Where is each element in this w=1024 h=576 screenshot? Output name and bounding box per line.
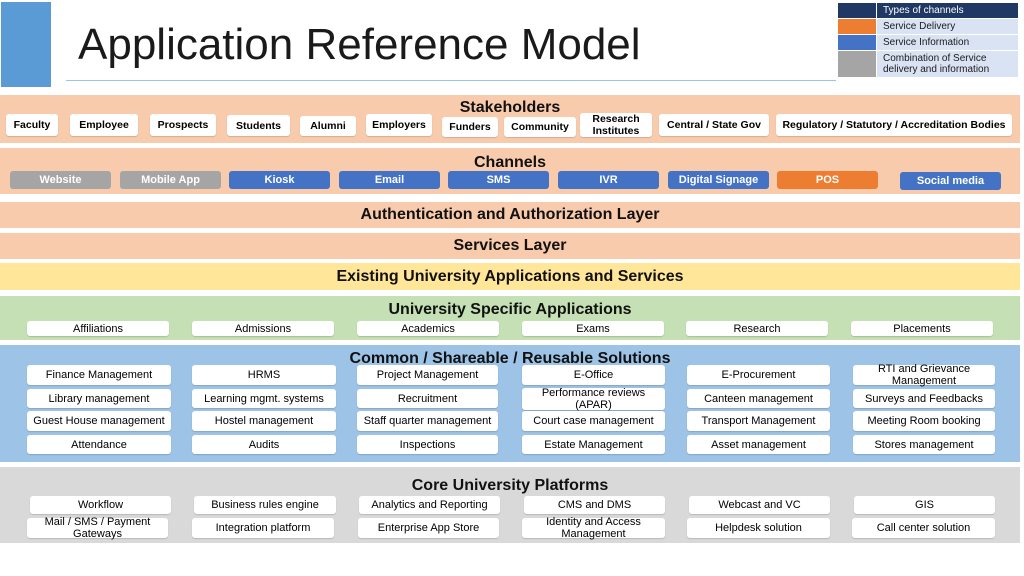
stakeholder-alumni: Alumni bbox=[300, 116, 356, 136]
app-research: Research bbox=[686, 321, 828, 336]
channel-social-media: Social media bbox=[900, 172, 1001, 190]
auth-layer-title: Authentication and Authorization Layer bbox=[360, 206, 660, 223]
solution-attendance: Attendance bbox=[27, 435, 171, 454]
channel-pos: POS bbox=[777, 171, 878, 189]
solution-canteen-management: Canteen management bbox=[687, 389, 830, 408]
app-exams: Exams bbox=[522, 321, 664, 336]
solution-recruitment: Recruitment bbox=[357, 389, 498, 408]
legend-label-delivery: Service Delivery bbox=[876, 18, 1019, 35]
solution-performance-reviews: Performance reviews (APAR) bbox=[522, 387, 665, 411]
university-specific-band: University Specific Applications Affilia… bbox=[0, 296, 1020, 340]
stakeholder-community: Community bbox=[504, 117, 576, 137]
stakeholder-employers: Employers bbox=[366, 114, 432, 136]
common-solutions-title: Common / Shareable / Reusable Solutions bbox=[349, 350, 671, 367]
solution-project-management: Project Management bbox=[357, 365, 498, 385]
common-solutions-band: Common / Shareable / Reusable Solutions … bbox=[0, 345, 1020, 462]
app-affiliations: Affiliations bbox=[27, 321, 169, 336]
existing-apps-title: Existing University Applications and Ser… bbox=[336, 268, 684, 285]
solution-guest-house-management: Guest House management bbox=[27, 411, 171, 431]
platform-analytics-reporting: Analytics and Reporting bbox=[359, 496, 500, 514]
services-layer-title: Services Layer bbox=[453, 237, 567, 254]
solution-estate-management: Estate Management bbox=[522, 435, 665, 454]
stakeholders-band: Stakeholders Faculty Employee Prospects … bbox=[0, 95, 1020, 143]
accent-bar bbox=[1, 2, 51, 87]
legend-label-combination: Combination of Service delivery and info… bbox=[876, 50, 1019, 78]
app-placements: Placements bbox=[851, 321, 993, 336]
legend-swatch-combination bbox=[837, 50, 877, 78]
solution-e-office: E-Office bbox=[522, 365, 665, 385]
channel-mobile-app: Mobile App bbox=[120, 171, 221, 189]
solution-hostel-management: Hostel management bbox=[192, 411, 336, 431]
stakeholders-title: Stakeholders bbox=[459, 99, 561, 116]
solution-surveys-feedbacks: Surveys and Feedbacks bbox=[853, 389, 995, 408]
solution-hrms: HRMS bbox=[192, 365, 336, 385]
platform-business-rules-engine: Business rules engine bbox=[194, 496, 336, 514]
platform-call-center-solution: Call center solution bbox=[852, 518, 995, 538]
solution-asset-management: Asset management bbox=[687, 435, 830, 454]
platform-helpdesk-solution: Helpdesk solution bbox=[687, 518, 830, 538]
stakeholder-employee: Employee bbox=[70, 114, 138, 136]
channel-ivr: IVR bbox=[558, 171, 659, 189]
solution-finance-management: Finance Management bbox=[27, 365, 171, 385]
stakeholder-funders: Funders bbox=[442, 117, 498, 137]
platform-integration-platform: Integration platform bbox=[192, 518, 334, 538]
title-underline bbox=[66, 80, 836, 81]
legend-swatch-delivery bbox=[837, 18, 877, 35]
stakeholder-prospects: Prospects bbox=[150, 114, 216, 136]
services-layer-band: Services Layer bbox=[0, 233, 1020, 259]
solution-court-case-management: Court case management bbox=[522, 411, 665, 431]
auth-layer-band: Authentication and Authorization Layer bbox=[0, 202, 1020, 228]
solution-e-procurement: E-Procurement bbox=[687, 365, 830, 385]
existing-apps-band: Existing University Applications and Ser… bbox=[0, 263, 1020, 290]
stakeholder-faculty: Faculty bbox=[6, 114, 58, 136]
platform-workflow: Workflow bbox=[30, 496, 171, 514]
legend-header: Types of channels bbox=[876, 2, 1019, 19]
solution-inspections: Inspections bbox=[357, 435, 498, 454]
solution-meeting-room-booking: Meeting Room booking bbox=[853, 411, 995, 431]
solution-rti-grievance-management: RTI and Grievance Management bbox=[853, 363, 995, 387]
channels-title: Channels bbox=[473, 154, 546, 171]
solution-library-management: Library management bbox=[27, 389, 171, 408]
platform-gis: GIS bbox=[854, 496, 995, 514]
solution-stores-management: Stores management bbox=[853, 435, 995, 454]
channel-digital-signage: Digital Signage bbox=[668, 171, 769, 189]
channels-band: Channels Website Mobile App Kiosk Email … bbox=[0, 148, 1020, 194]
core-platforms-band: Core University Platforms Workflow Mail … bbox=[0, 467, 1020, 543]
solution-audits: Audits bbox=[192, 435, 336, 454]
stakeholder-students: Students bbox=[227, 115, 290, 136]
legend-header-swatch bbox=[837, 2, 877, 19]
solution-transport-management: Transport Management bbox=[687, 411, 830, 431]
page-title: Application Reference Model bbox=[78, 20, 641, 69]
stakeholder-regulatory-bodies: Regulatory / Statutory / Accreditation B… bbox=[776, 114, 1012, 136]
channel-email: Email bbox=[339, 171, 440, 189]
channel-website: Website bbox=[10, 171, 111, 189]
platform-identity-access-management: Identity and Access Management bbox=[522, 516, 665, 540]
channel-legend: Types of channels Service Delivery Servi… bbox=[837, 2, 1019, 78]
core-platforms-title: Core University Platforms bbox=[411, 477, 609, 494]
platform-mail-sms-payment-gateways: Mail / SMS / Payment Gateways bbox=[27, 516, 168, 540]
stakeholder-central-state-gov: Central / State Gov bbox=[659, 114, 769, 136]
app-admissions: Admissions bbox=[192, 321, 334, 336]
university-specific-title: University Specific Applications bbox=[388, 301, 632, 318]
legend-swatch-information bbox=[837, 34, 877, 51]
platform-enterprise-app-store: Enterprise App Store bbox=[358, 518, 499, 538]
stakeholder-research-institutes: Research Institutes bbox=[580, 113, 652, 137]
solution-learning-mgmt-systems: Learning mgmt. systems bbox=[192, 389, 336, 408]
app-academics: Academics bbox=[357, 321, 499, 336]
platform-cms-dms: CMS and DMS bbox=[524, 496, 665, 514]
solution-staff-quarter-management: Staff quarter management bbox=[357, 411, 498, 431]
channel-kiosk: Kiosk bbox=[229, 171, 330, 189]
platform-webcast-vc: Webcast and VC bbox=[689, 496, 830, 514]
channel-sms: SMS bbox=[448, 171, 549, 189]
legend-label-information: Service Information bbox=[876, 34, 1019, 51]
